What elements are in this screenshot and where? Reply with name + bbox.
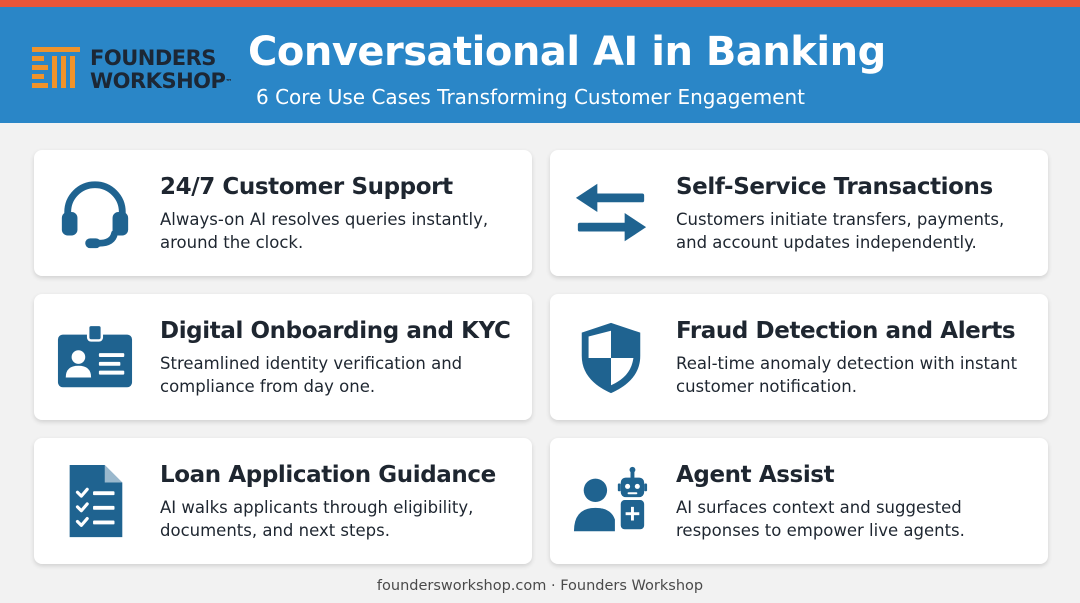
card-customer-support: 24/7 Customer Support Always-on AI resol… [34,150,532,276]
card-description: Always-on AI resolves queries instantly,… [160,210,489,252]
card-title: Digital Onboarding and KYC [160,318,511,344]
logo-wordmark: FOUNDERS WORKSHOP™ [90,47,232,93]
page-subtitle: 6 Core Use Cases Transforming Customer E… [256,85,806,109]
footer-credit: foundersworkshop.com · Founders Workshop [376,578,704,594]
agent-robot-icon [572,463,650,541]
page-title: Conversational AI in Banking [248,29,886,75]
card-fraud-detection: Fraud Detection and Alerts Real-time ano… [550,294,1048,420]
card-description: AI surfaces context and suggested respon… [676,498,965,540]
card-title: Fraud Detection and Alerts [676,318,1016,344]
card-title: 24/7 Customer Support [160,174,453,200]
card-agent-assist: Agent Assist AI surfaces context and sug… [550,438,1048,564]
card-title: Agent Assist [676,462,835,488]
header-banner: FOUNDERS WORKSHOP™ Conversational AI in … [0,7,1080,123]
card-description: Real-time anomaly detection with instant… [676,354,1018,396]
shield-icon [572,319,650,397]
card-digital-onboarding: Digital Onboarding and KYC Streamlined i… [34,294,532,420]
card-description: Streamlined identity verification and co… [160,354,463,396]
card-description: AI walks applicants through eligibility,… [160,498,474,540]
transfer-arrows-icon [572,175,650,253]
top-accent-strip [0,0,1080,7]
logo-line-1: FOUNDERS [90,46,216,70]
logo-mark-icon [32,47,80,88]
checklist-document-icon [56,463,134,541]
trademark-mark: ™ [225,78,232,86]
card-title: Loan Application Guidance [160,462,496,488]
card-loan-application: Loan Application Guidance AI walks appli… [34,438,532,564]
logo-line-2: WORKSHOP™ [90,69,232,93]
card-self-service-transactions: Self-Service Transactions Customers init… [550,150,1048,276]
founders-workshop-logo: FOUNDERS WORKSHOP™ [32,43,232,99]
id-card-icon [56,319,134,397]
card-description: Customers initiate transfers, payments, … [676,210,1005,252]
headset-icon [56,175,134,253]
card-title: Self-Service Transactions [676,174,993,200]
